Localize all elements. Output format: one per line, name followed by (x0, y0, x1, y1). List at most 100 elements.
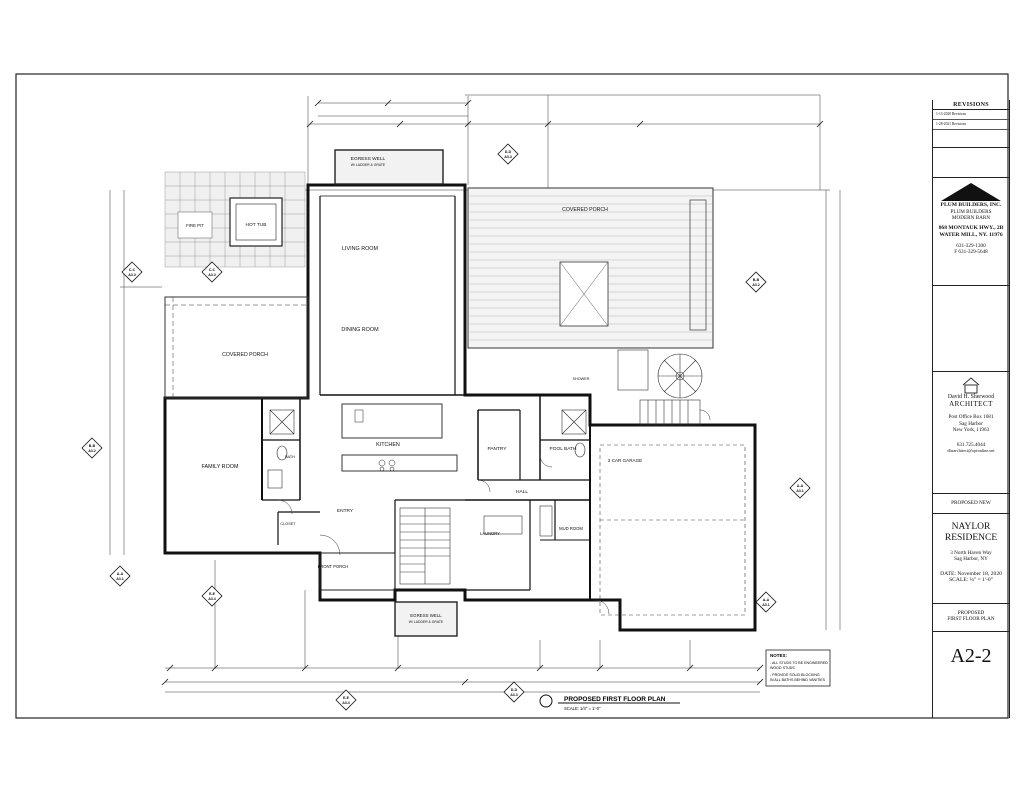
tag-right-shape (745, 271, 767, 293)
tag-bottom-sheet: A3.3 (510, 693, 518, 697)
tag-left2-sheet: A3.3 (208, 273, 216, 277)
tag-bl2-sheet: A3.4 (342, 701, 350, 705)
architect-address-2: Sag Harbor (959, 420, 983, 427)
label-bath: BATH (285, 455, 295, 459)
architect-email: dhsarchitect@optonline.net (947, 448, 995, 454)
builder-logo-roof-icon (941, 183, 1001, 201)
architect-phone: 631.725.4044 (956, 441, 986, 448)
project-name-1: NAYLOR (951, 522, 991, 532)
stairs (399, 349, 703, 585)
project-section: NAYLOR RESIDENCE 3 North Haven Way Sag H… (933, 514, 1009, 604)
tag-bl-shape (201, 585, 223, 607)
tag-bl-label: E-E (209, 592, 216, 596)
builder-address-1: 868 MONTAUK HWY., 2B (938, 225, 1004, 232)
builder-name: PLUM BUILDERS, INC. (940, 202, 1002, 208)
sheet-title-2: FIRST FLOOR PLAN (947, 616, 995, 623)
door-swings (277, 409, 711, 615)
site-address-1: 3 North Haven Way (950, 550, 992, 556)
tag-bottom-label: D-D (511, 688, 518, 692)
dimension-lines (109, 94, 841, 693)
drawing-date: DATE: November 18, 2020 (940, 570, 1002, 577)
label-mud-room: MUD ROOM (559, 526, 583, 531)
notes-line-4: IN ALL BATHS BEHIND VANITIES (770, 678, 826, 682)
tag-aa-r2-label: A-A (763, 598, 770, 602)
sheet-number: A2-2 (950, 645, 992, 667)
architect-address-1: Post Office Box 1681 (948, 414, 994, 421)
label-laundry: LAUNDRY (480, 531, 500, 536)
walls (163, 183, 757, 632)
label-fire-pit: FIRE PIT (186, 223, 204, 228)
architect-name: David H. Sherwood (947, 394, 995, 400)
label-covered-porch-rear: COVERED PORCH (562, 207, 608, 213)
label-dining-room: DINING ROOM (341, 327, 379, 333)
tag-bb-sheet: A3.2 (88, 449, 96, 453)
tag-bl2-shape (335, 689, 357, 711)
label-closet: CLOSET (280, 522, 296, 526)
room-labels: EGRESS WELL W/ LADDER & GRATE HOT TUB FI… (186, 156, 642, 624)
tag-aa-l-sheet: A3.1 (116, 577, 124, 581)
tag-aa-r-shape (789, 477, 811, 499)
label-family-room: FAMILY ROOM (202, 464, 239, 470)
builder-sub1: PLUM BUILDERS (950, 208, 992, 215)
revision-row: 1-28-2021 Revisions (933, 120, 1009, 130)
builder-phone: 631-329-1300 (956, 242, 986, 249)
tag-left2-shape (201, 261, 223, 283)
tag-aa-r2-sheet: A3.1 (762, 603, 770, 607)
garage-outline (599, 444, 746, 616)
label-front-porch: FRONT PORCH (318, 564, 349, 569)
front-porch-outline (319, 552, 396, 591)
proposed-new: PROPOSED NEW (951, 500, 991, 506)
revisions-section: REVISIONS 1-13-2020 Revisions 1-28-2021 … (933, 100, 1009, 148)
tag-bottom-shape (503, 681, 525, 703)
notes-box (765, 649, 831, 687)
tag-aa-l-shape (109, 565, 131, 587)
tag-left1-label: C-C (129, 268, 136, 272)
label-pantry: PANTRY (487, 446, 507, 452)
label-pool-bath: POOL BATH (550, 446, 577, 452)
builder-section: PLUM BUILDERS, INC. PLUM BUILDERS MODERN… (933, 178, 1009, 286)
sheet-title-1: PROPOSED (957, 610, 985, 616)
fire-pit-shape (177, 211, 213, 239)
tag-left1-shape (121, 261, 143, 283)
egress-well-bottom-outline (394, 601, 458, 637)
builder-sub2: MODERN BARN (951, 215, 991, 221)
tag-right-sheet: A3.2 (752, 283, 760, 287)
architect-logo-house-icon (962, 377, 980, 394)
tag-left2-label: C-C (209, 268, 216, 272)
title-block: REVISIONS 1-13-2020 Revisions 1-28-2021 … (932, 100, 1010, 718)
tag-bb-label: B-B (89, 444, 96, 448)
project-name-2: RESIDENCE (944, 533, 998, 543)
dimension-ticks (161, 99, 824, 686)
sheet-title-section: PROPOSED FIRST FLOOR PLAN (933, 604, 1009, 632)
revisions-blank (933, 148, 1009, 178)
builder-address-2: WATER MILL, NY. 11976 (939, 232, 1003, 238)
tag-top-shape (497, 143, 519, 165)
architect-section: David H. Sherwood ARCHITECT Post Office … (933, 372, 1009, 494)
tag-aa-l-label: A-A (117, 572, 124, 576)
tag-left1-sheet: A3.3 (128, 273, 136, 277)
tag-top-label: D-D (505, 150, 512, 154)
revision-row: 1-13-2020 Revisions (933, 110, 1009, 120)
label-egress-well-bottom: EGRESS WELL (410, 613, 442, 618)
tag-top-sheet: A3.3 (504, 155, 512, 159)
builder-fax: F 631-329-5648 (954, 249, 988, 255)
label-egress-well-bottom-sub: W/ LADDER & GRATE (409, 620, 444, 624)
drawing-scale: SCALE: 1/4" = 1'-0" (564, 706, 601, 711)
notes-title: NOTES: (770, 653, 788, 658)
hot-tub-shape (229, 197, 283, 247)
label-egress-well-top: EGRESS WELL (351, 156, 386, 162)
title-block-scale: SCALE: ¼" = 1'-0" (949, 577, 993, 584)
sheet-number-section: A2-2 (933, 632, 1009, 692)
label-hall: HALL (516, 489, 528, 495)
tag-aa-r2-shape (755, 591, 777, 613)
drawing-title-bubble (539, 694, 553, 708)
label-kitchen: KITCHEN (376, 442, 400, 448)
tag-bl2-label: E-E (343, 696, 350, 700)
blank-section (933, 286, 1009, 372)
tag-aa-r-label: A-A (797, 484, 804, 488)
label-covered-porch-left: COVERED PORCH (222, 352, 268, 358)
tag-bl-sheet: A3.4 (208, 597, 216, 601)
architect-title: ARCHITECT (949, 400, 993, 409)
label-egress-well-top-sub: W/ LADDER & GRATE (351, 163, 386, 167)
tag-bb-shape (81, 437, 103, 459)
